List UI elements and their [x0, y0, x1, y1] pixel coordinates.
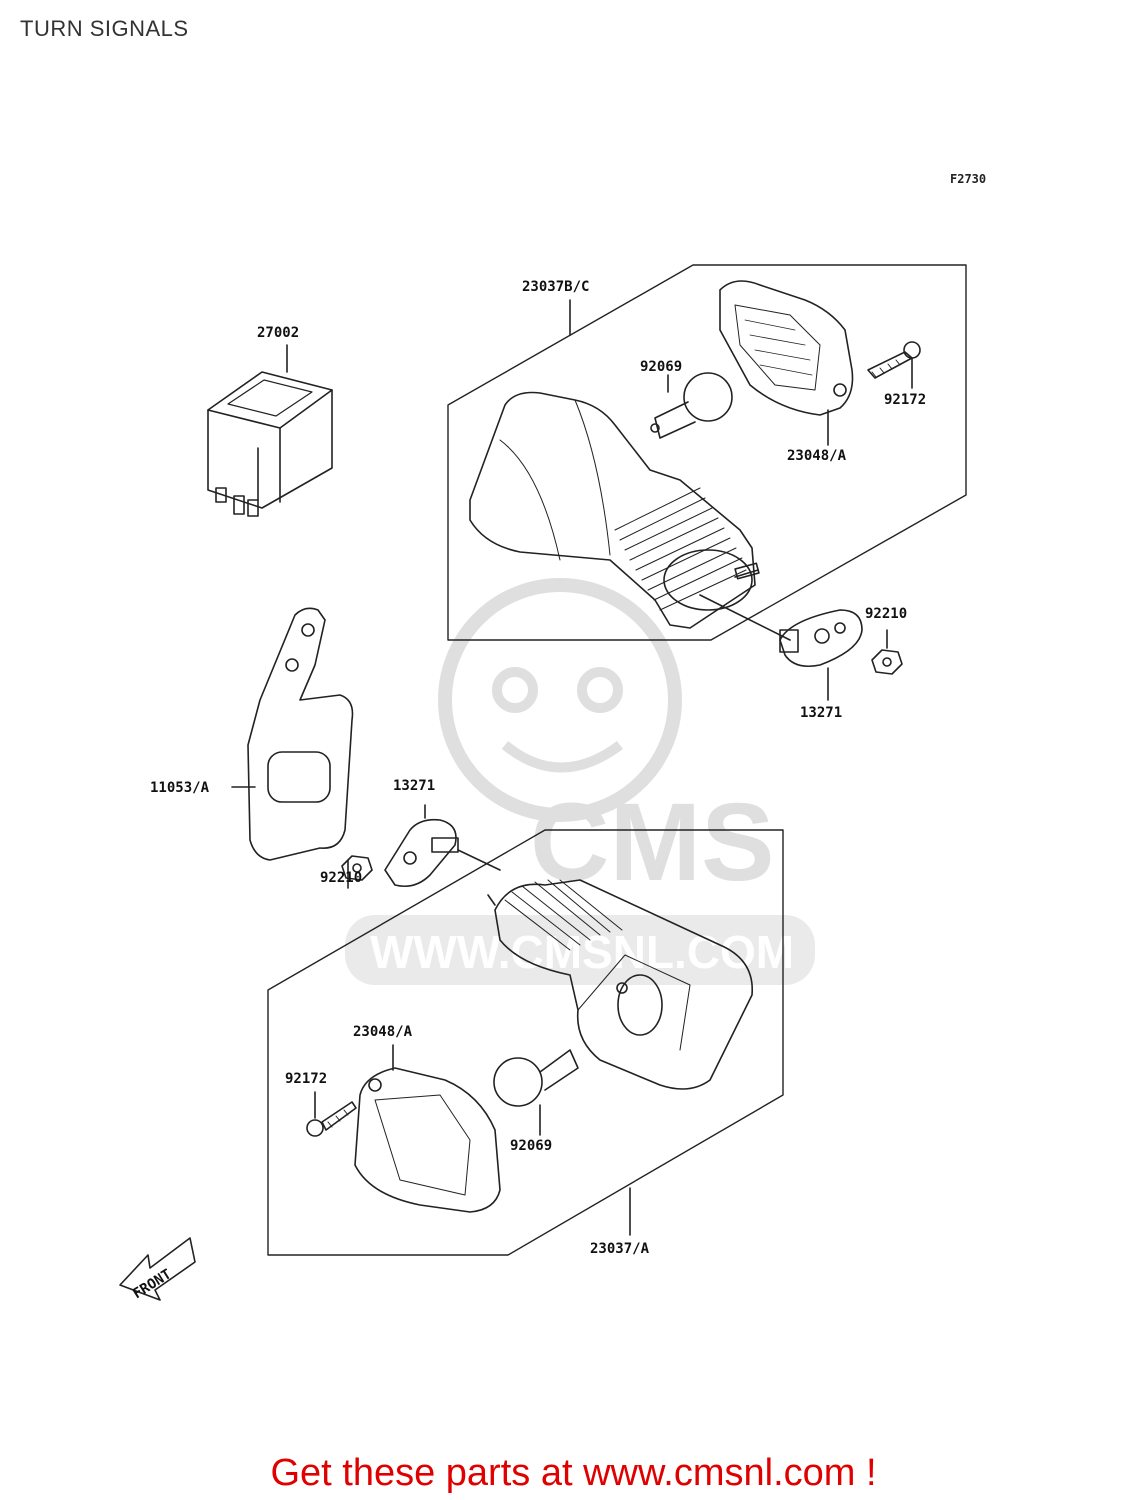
watermark-brand: CMS — [530, 781, 774, 904]
label-lens-top: 23048/A — [787, 448, 847, 464]
front-signal-screw — [306, 1101, 357, 1137]
label-bulb-top: 92069 — [640, 359, 682, 375]
left-mount-nut — [341, 855, 373, 881]
front-signal-bulb — [493, 1049, 579, 1107]
right-mount-plate — [779, 609, 863, 668]
label-screw-top: 92172 — [884, 392, 926, 408]
front-direction-arrow — [119, 1237, 196, 1301]
rear-signal-bulb — [650, 372, 733, 439]
front-signal-housing — [487, 879, 753, 1090]
mounting-bracket — [247, 607, 354, 861]
rear-signal-housing — [469, 391, 760, 629]
label-bracket: 11053/A — [150, 780, 210, 796]
label-front-assembly: 23037/A — [590, 1241, 650, 1257]
left-mount-plate — [384, 818, 459, 888]
label-plate-left: 13271 — [393, 778, 435, 794]
get-parts-link[interactable]: Get these parts at www.cmsnl.com ! — [270, 1452, 877, 1494]
label-plate-right: 13271 — [800, 705, 842, 721]
figure-code: F2730 — [950, 172, 987, 186]
label-lens-bottom: 23048/A — [353, 1024, 413, 1040]
label-nut-left: 92210 — [320, 870, 362, 886]
label-nut-right: 92210 — [865, 606, 907, 622]
parts-diagram: CMS WWW.CMSNL.COM — [119, 264, 967, 1302]
rear-assembly-frame — [447, 264, 967, 641]
label-relay: 27002 — [257, 325, 299, 341]
label-rear-assembly: 23037B/C — [522, 279, 589, 295]
label-screw-bottom: 92172 — [285, 1071, 327, 1087]
relay-unit — [207, 344, 333, 517]
right-mount-nut — [871, 649, 903, 675]
watermark: CMS WWW.CMSNL.COM — [345, 578, 815, 985]
front-assembly-frame — [267, 829, 784, 1256]
label-bulb-bottom: 92069 — [510, 1138, 552, 1154]
front-signal-lens — [354, 1067, 501, 1213]
watermark-url: WWW.CMSNL.COM — [370, 926, 794, 978]
rear-signal-lens — [719, 280, 854, 416]
page-title: TURN SIGNALS — [20, 16, 189, 41]
